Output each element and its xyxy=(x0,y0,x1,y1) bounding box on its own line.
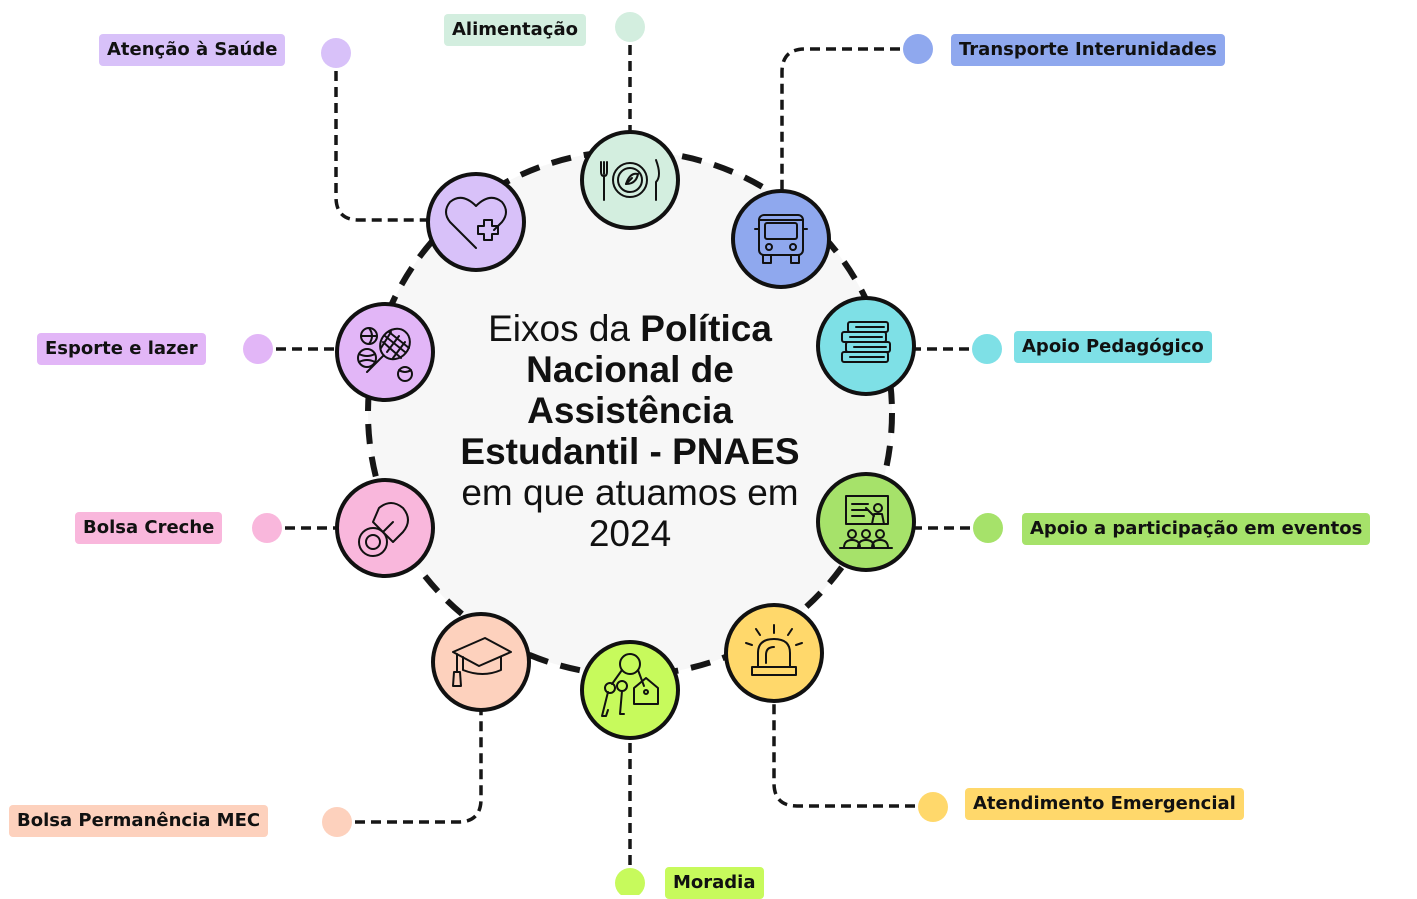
connector-dot-esporte xyxy=(243,334,273,364)
graduation-cap-icon xyxy=(452,637,512,687)
connector-bolsa-permanencia xyxy=(339,706,483,824)
connector-dot-apoio-pedagogico xyxy=(972,334,1002,364)
sports-balls-icon xyxy=(357,327,413,382)
label-esporte: Esporte e lazer xyxy=(37,333,206,365)
connector-dot-emergencial xyxy=(918,792,948,822)
connectors xyxy=(243,12,1003,895)
node-bolsa-permanencia xyxy=(431,612,531,712)
bus-icon xyxy=(754,214,808,264)
label-bolsa-creche: Bolsa Creche xyxy=(75,512,223,544)
connector-dot-transporte xyxy=(903,34,933,64)
label-saude: Atenção à Saúde xyxy=(99,34,286,66)
node-emergencial xyxy=(724,603,824,703)
title-line-3: Assistência xyxy=(527,390,733,431)
node-esporte xyxy=(335,302,435,402)
node-alimentacao xyxy=(580,130,680,230)
label-bolsa-permanencia: Bolsa Permanência MEC xyxy=(9,805,269,837)
title-line-1: Eixos da xyxy=(488,308,641,349)
connector-dot-saude xyxy=(321,38,351,68)
connector-dot-bolsa-permanencia xyxy=(322,807,352,837)
books-icon xyxy=(841,321,891,363)
plate-cutlery-icon xyxy=(600,159,660,201)
label-transporte: Transporte Interunidades xyxy=(951,34,1225,66)
connector-dot-alimentacao xyxy=(615,12,645,42)
label-emergencial: Atendimento Emergencial xyxy=(965,788,1244,820)
presentation-icon xyxy=(839,495,893,549)
axis-nodes xyxy=(335,130,916,740)
node-bolsa-creche xyxy=(335,478,435,578)
label-apoio-pedagogico: Apoio Pedagógico xyxy=(1014,331,1212,363)
connector-dot-bolsa-creche xyxy=(252,513,282,543)
connector-dot-moradia xyxy=(615,868,645,895)
title-line-6: 2024 xyxy=(588,513,672,554)
title-line-5: em que atuamos em xyxy=(461,472,799,513)
title-line-4: Estudantil - PNAES xyxy=(460,431,800,472)
title-line-1-bold: Política xyxy=(640,308,772,349)
connector-saude xyxy=(334,55,432,222)
connector-emergencial xyxy=(772,697,931,808)
node-eventos xyxy=(816,472,916,572)
node-saude xyxy=(426,172,526,272)
house-keys-icon xyxy=(601,653,659,717)
node-transporte xyxy=(731,189,831,289)
pacifier-icon xyxy=(358,502,409,557)
diagram-title: Eixos da Política Nacional de Assistênci… xyxy=(440,308,820,554)
label-eventos: Apoio a participação em eventos xyxy=(1022,513,1371,545)
label-moradia: Moradia xyxy=(665,867,764,899)
heart-plus-icon xyxy=(445,196,507,249)
siren-icon xyxy=(745,624,803,676)
connector-transporte xyxy=(780,47,916,190)
node-moradia xyxy=(580,640,680,740)
connector-dot-eventos xyxy=(973,513,1003,543)
title-line-2: Nacional de xyxy=(526,349,734,390)
node-apoio-pedagogico xyxy=(816,296,916,396)
label-alimentacao: Alimentação xyxy=(444,14,586,46)
